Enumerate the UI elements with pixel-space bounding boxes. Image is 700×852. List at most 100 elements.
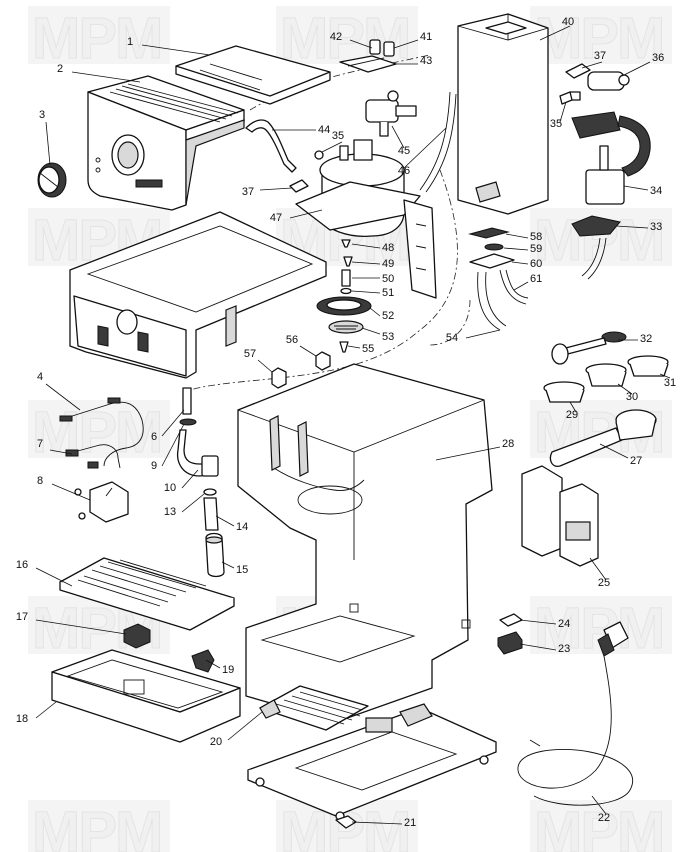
- watermark-text: MPM: [280, 6, 409, 71]
- part-pump-inlet-hose: [581, 237, 607, 280]
- leader-line-33: [615, 225, 649, 229]
- callout-30: 30: [626, 391, 638, 403]
- leader-line-40: [539, 25, 571, 41]
- part-18-drip-tray: [51, 649, 241, 743]
- leader-line-57: [257, 359, 273, 373]
- part-16-drip-grill: [59, 557, 235, 631]
- callout-36: 36: [652, 52, 664, 64]
- callout-4: 4: [37, 371, 43, 383]
- part-31-filter-basket: [627, 355, 669, 377]
- callout-8: 8: [37, 475, 43, 487]
- callout-6: 6: [151, 431, 157, 443]
- leader-line-58: [505, 233, 529, 239]
- callout-18: 18: [16, 713, 28, 725]
- callout-61: 61: [530, 273, 542, 285]
- watermark-text: MPM: [534, 800, 663, 852]
- callout-7: 7: [37, 438, 43, 450]
- part-2-upper-housing: [87, 75, 245, 211]
- part-45-solenoid-valve: [365, 90, 417, 137]
- callout-21: 21: [404, 817, 416, 829]
- watermark-box: [28, 6, 170, 64]
- leader-line-53: [361, 327, 381, 335]
- leader-line-56: [299, 345, 317, 357]
- watermark-text: MPM: [534, 6, 663, 71]
- callout-48: 48: [382, 242, 394, 254]
- part-23-microswitch: [497, 631, 523, 655]
- part-57-foot: [271, 367, 287, 389]
- callout-53: 53: [382, 331, 394, 343]
- leader-line-4: [45, 383, 81, 411]
- callout-23: 23: [558, 643, 570, 655]
- part-55-screw: [339, 341, 349, 353]
- leader-line-24: [519, 619, 557, 625]
- part-53-shower-filter: [328, 320, 364, 334]
- part-60-valve-body: [469, 253, 515, 269]
- leader-line-16: [35, 567, 73, 587]
- callout-22: 22: [598, 812, 610, 824]
- callout-56: 56: [286, 334, 298, 346]
- part-36-valve-connector: [569, 71, 630, 101]
- callout-14: 14: [236, 521, 248, 533]
- leader-line-47: [289, 209, 323, 219]
- leader-line-42: [349, 39, 373, 49]
- leader-line-36: [621, 61, 651, 77]
- callout-46: 46: [398, 165, 410, 177]
- leader-line-37a: [259, 187, 293, 191]
- callout-42: 42: [330, 31, 342, 43]
- part-30-filter-basket: [585, 363, 627, 387]
- callout-54: 54: [446, 332, 458, 344]
- callout-34: 34: [650, 185, 662, 197]
- callout-35b: 35: [550, 118, 562, 130]
- part-47-boiler: [295, 139, 437, 299]
- watermark-box: [28, 800, 170, 852]
- part-6-tube: [182, 387, 192, 415]
- leader-line-29: [569, 401, 577, 413]
- callout-40: 40: [562, 16, 574, 28]
- watermark-box: [530, 800, 672, 852]
- callout-3: 3: [39, 109, 45, 121]
- watermark-text: MPM: [32, 800, 161, 852]
- part-54-hose: [477, 271, 507, 331]
- leader-line-55: [347, 345, 361, 349]
- part-40-water-tank: [457, 13, 549, 215]
- part-51-washer: [340, 287, 352, 295]
- part-61-hose: [499, 269, 529, 305]
- part-8-selector-switch: [74, 481, 129, 523]
- leader-line-2: [71, 71, 141, 83]
- callout-1: 1: [127, 36, 133, 48]
- leader-line-6: [161, 409, 185, 437]
- part-13-o-ring: [203, 488, 217, 496]
- part-48-screw: [341, 239, 351, 248]
- part-56-foot: [315, 351, 331, 371]
- callout-44: 44: [318, 124, 330, 136]
- watermark-box: [28, 400, 170, 458]
- part-3-selector-knob: [37, 162, 67, 198]
- part-14-nozzle: [203, 497, 219, 531]
- leader-line-19: [205, 659, 221, 669]
- part-32-measuring-scoop: [551, 331, 627, 365]
- part-17-float: [123, 623, 151, 649]
- leader-line-8: [51, 483, 91, 501]
- callout-58: 58: [530, 231, 542, 243]
- callout-52: 52: [382, 310, 394, 322]
- leader-line-35b: [559, 101, 567, 123]
- part-42-41-43-valve-bracket: [339, 39, 397, 73]
- leader-line-37b: [581, 61, 603, 69]
- callout-57: 57: [244, 348, 256, 360]
- leader-line-61: [513, 281, 529, 291]
- part-19-clip: [191, 649, 215, 673]
- part-22-power-cord: [517, 621, 633, 806]
- callout-28: 28: [502, 438, 514, 450]
- part-4-wire-lead: [59, 397, 144, 467]
- part-50-pin: [341, 269, 351, 287]
- main-frame: [237, 363, 493, 723]
- part-33-pump-bracket: [571, 215, 621, 237]
- leader-line-59: [503, 247, 529, 251]
- part-9-nut: [179, 418, 197, 426]
- part-10-steam-pipe: [176, 429, 219, 477]
- leader-line-23: [519, 643, 557, 651]
- callout-9: 9: [151, 460, 157, 472]
- callout-13: 13: [164, 506, 176, 518]
